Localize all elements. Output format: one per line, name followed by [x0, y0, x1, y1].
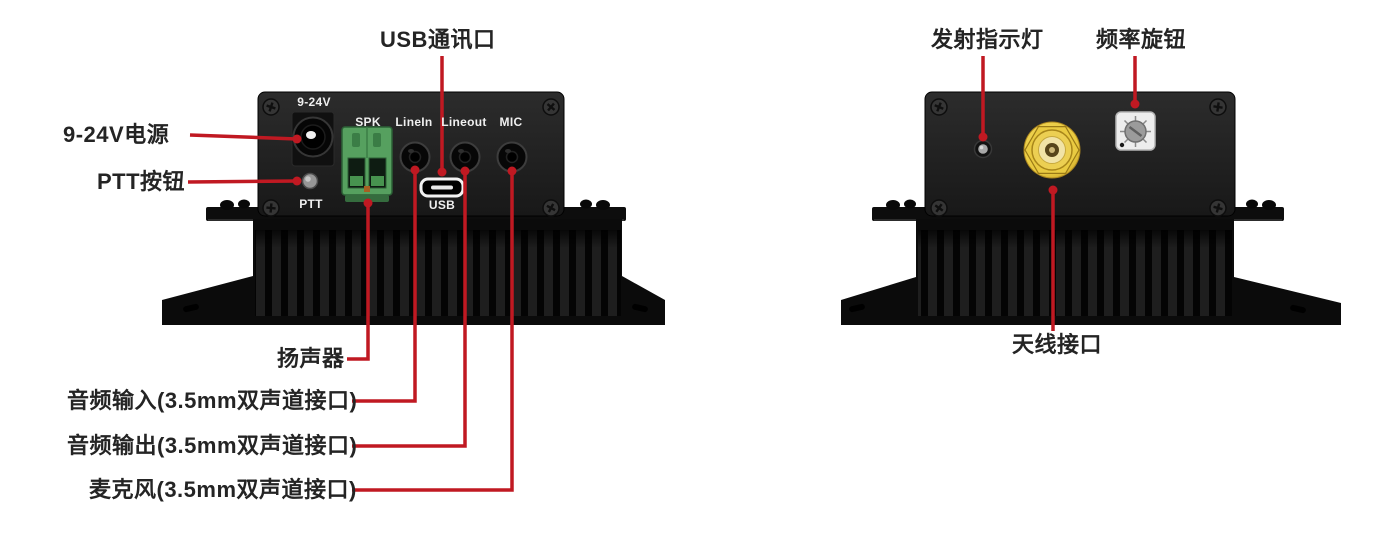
callout-line-mic	[352, 171, 514, 492]
cap-screw	[886, 200, 900, 210]
panel-label-line-out: Lineout	[441, 115, 487, 129]
callout-line-audio-in	[352, 170, 417, 403]
callout-line-audio-out	[352, 171, 467, 448]
mic-jack	[496, 141, 528, 173]
cap-screw	[904, 199, 916, 209]
panel-screw	[930, 199, 948, 217]
panel-screw	[1209, 199, 1227, 217]
cap-screw	[1246, 199, 1258, 209]
mounting-hole	[632, 303, 648, 313]
panel-screw	[1209, 98, 1227, 116]
annotation-lines	[187, 56, 1140, 492]
panel-label-spk: SPK	[355, 115, 381, 129]
callout-line-speaker	[347, 203, 370, 361]
annotation-audio-in: 音频输入(3.5mm双声道接口)	[67, 388, 358, 413]
line-in-jack	[399, 141, 431, 173]
annotation-speaker: 扬声器	[277, 346, 345, 371]
panel-label-mic: MIC	[499, 115, 523, 129]
annotation-mic: 麦克风(3.5mm双声道接口)	[89, 477, 357, 502]
panel-label-power: 9-24V	[297, 95, 331, 109]
left-device	[162, 91, 665, 325]
annotation-power: 9-24V电源	[63, 122, 170, 147]
tx-indicator-led	[973, 139, 993, 159]
cap-screw	[580, 199, 592, 209]
annotation-antenna: 天线接口	[1012, 332, 1103, 357]
cap-screw	[596, 200, 610, 210]
cap-screw	[238, 199, 250, 209]
frequency-knob	[1115, 111, 1156, 151]
panel-screw	[262, 98, 280, 116]
panel-screw	[262, 199, 280, 217]
panel-screw	[930, 98, 948, 116]
annotation-usb: USB通讯口	[380, 27, 496, 52]
panel-screw	[542, 199, 560, 217]
panel-label-usb: USB	[428, 198, 456, 212]
panel-label-line-in: LineIn	[395, 115, 433, 129]
cap-screw	[220, 200, 234, 210]
annotation-freq-knob: 频率旋钮	[1096, 27, 1187, 52]
speaker-terminal-block	[341, 126, 393, 202]
right-device	[841, 91, 1341, 325]
antenna-connector	[1023, 121, 1081, 179]
annotation-ptt: PTT按钮	[97, 169, 186, 194]
mounting-hole	[849, 303, 865, 313]
mounting-hole	[183, 303, 199, 313]
cap-screw	[1262, 200, 1276, 210]
panel-screw	[542, 98, 560, 116]
ptt-button	[301, 172, 319, 190]
annotation-audio-out: 音频输出(3.5mm双声道接口)	[67, 433, 358, 458]
callout-line-power	[189, 133, 298, 141]
mounting-hole	[1290, 304, 1306, 314]
callout-line-ptt	[187, 179, 298, 184]
annotation-tx-led: 发射指示灯	[931, 27, 1044, 52]
micro-usb-port	[419, 177, 465, 198]
panel-label-ptt: PTT	[299, 197, 323, 211]
